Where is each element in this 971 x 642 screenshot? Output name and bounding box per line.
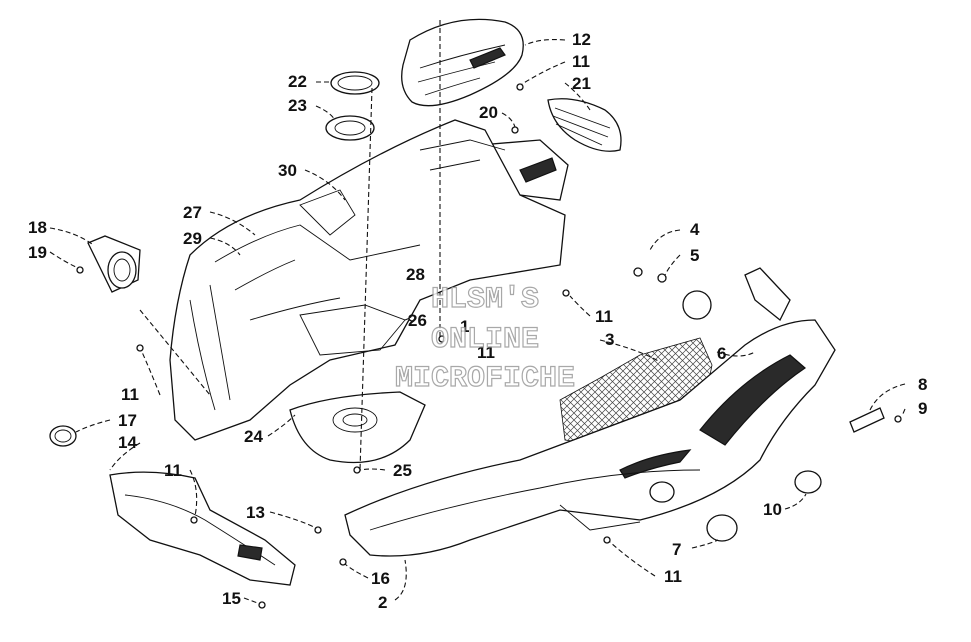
part-24-tray — [289, 391, 426, 464]
callout-16: 16 — [371, 569, 390, 588]
callout-8: 8 — [918, 375, 927, 394]
part-23-ring — [325, 115, 375, 141]
callout-11-left: 11 — [121, 385, 139, 404]
part-18-boot — [87, 235, 141, 293]
callout-6: 6 — [717, 344, 726, 363]
callout-21: 21 — [572, 74, 591, 93]
callout-26: 26 — [408, 311, 427, 330]
callout-7: 7 — [672, 540, 681, 559]
callout-11-bumper: 11 — [164, 461, 182, 480]
part-7-lens — [649, 481, 738, 542]
callout-5: 5 — [690, 246, 699, 265]
callout-3: 3 — [605, 330, 614, 349]
part-22-ring — [330, 71, 380, 95]
watermark-line-2: ONLINE — [431, 323, 539, 357]
callout-11-bottom: 11 — [664, 567, 682, 586]
callout-22: 22 — [288, 72, 307, 91]
fasteners — [76, 83, 902, 609]
callout-24: 24 — [244, 427, 263, 446]
callout-12: 12 — [572, 30, 591, 49]
callout-23: 23 — [288, 96, 307, 115]
part-5-washer — [682, 290, 712, 320]
callout-11-right: 11 — [595, 307, 613, 326]
part-2-body — [344, 267, 836, 557]
part-14-bumper — [109, 471, 296, 586]
part-27-console — [169, 119, 566, 441]
callout-30: 30 — [278, 161, 297, 180]
part-21-vent — [547, 98, 622, 152]
callout-11-center: 11 — [477, 343, 495, 362]
callout-15: 15 — [222, 589, 241, 608]
callout-9: 9 — [918, 399, 927, 418]
callout-4: 4 — [690, 220, 700, 239]
callout-27: 27 — [183, 203, 202, 222]
watermark: HLSM'S ONLINE MICROFICHE — [394, 282, 575, 396]
callout-29: 29 — [183, 229, 202, 248]
part-12-hood — [401, 18, 524, 107]
callout-28: 28 — [406, 265, 425, 284]
part-10-lens — [794, 470, 822, 494]
callout-2: 2 — [378, 593, 387, 612]
part-8-strip — [849, 407, 885, 433]
callout-20: 20 — [479, 103, 498, 122]
callout-19: 19 — [28, 243, 47, 262]
callout-18: 18 — [28, 218, 47, 237]
watermark-line-1: HLSM'S — [431, 283, 539, 317]
watermark-line-3: MICROFICHE — [395, 362, 575, 396]
part-17-cap — [49, 425, 77, 447]
leader-lines — [49, 20, 906, 605]
callout-1: 1 — [460, 317, 469, 336]
callout-17: 17 — [118, 411, 137, 430]
callout-10: 10 — [763, 500, 782, 519]
callout-11: 11 — [572, 52, 590, 71]
callout-14: 14 — [118, 433, 137, 452]
callout-labels: 12 11 21 22 23 20 30 27 29 18 19 28 4 5 … — [28, 30, 927, 612]
callout-13: 13 — [246, 503, 265, 522]
callout-25: 25 — [393, 461, 412, 480]
